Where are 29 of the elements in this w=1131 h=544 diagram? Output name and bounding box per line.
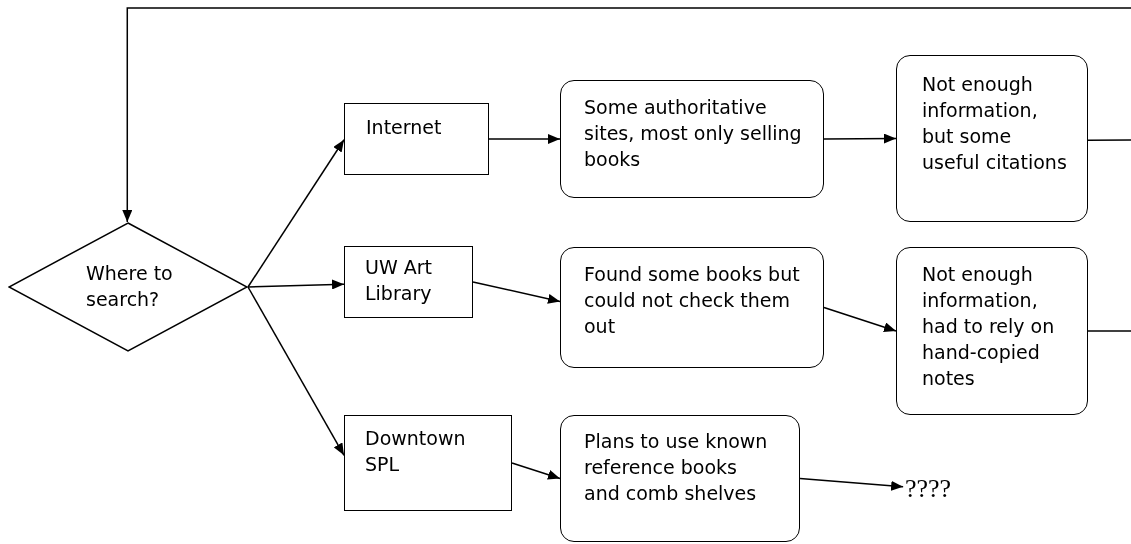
result-box [560, 247, 824, 368]
node-label: Where to search? [86, 261, 174, 312]
node-label: Downtown SPL [365, 426, 467, 477]
arrow [122, 7, 1131, 223]
node-label: Plans to use known reference books and comb shelves [584, 429, 768, 506]
result-box [896, 55, 1088, 222]
connector-arrow [247, 286, 345, 457]
node-label: Some authoritative sites, most only selling books [584, 95, 803, 172]
result-box [560, 80, 824, 198]
connector-arrow [511, 462, 561, 480]
result-box [896, 247, 1088, 415]
outcome-label: ???? [905, 474, 953, 504]
process-box [344, 415, 512, 511]
connector-arrow [472, 281, 561, 304]
process-box [344, 246, 473, 318]
decision-diamond [8, 222, 248, 352]
connector-arrow [247, 138, 345, 288]
connector-arrow [823, 306, 897, 333]
connector-arrow [823, 133, 897, 144]
node-label: UW Art Library [365, 255, 433, 306]
process-box [344, 103, 489, 175]
result-box [560, 415, 800, 542]
connector-arrow [488, 134, 561, 144]
node-label: Internet [366, 115, 443, 140]
node-label: Found some books but could not check them out [584, 262, 801, 339]
node-label: Not enough information, but some useful citations [922, 72, 1068, 175]
connector-arrow [799, 477, 904, 491]
node-label: Not enough information, had to rely on hand-copied notes [922, 262, 1056, 391]
connector-arrow [247, 279, 345, 290]
